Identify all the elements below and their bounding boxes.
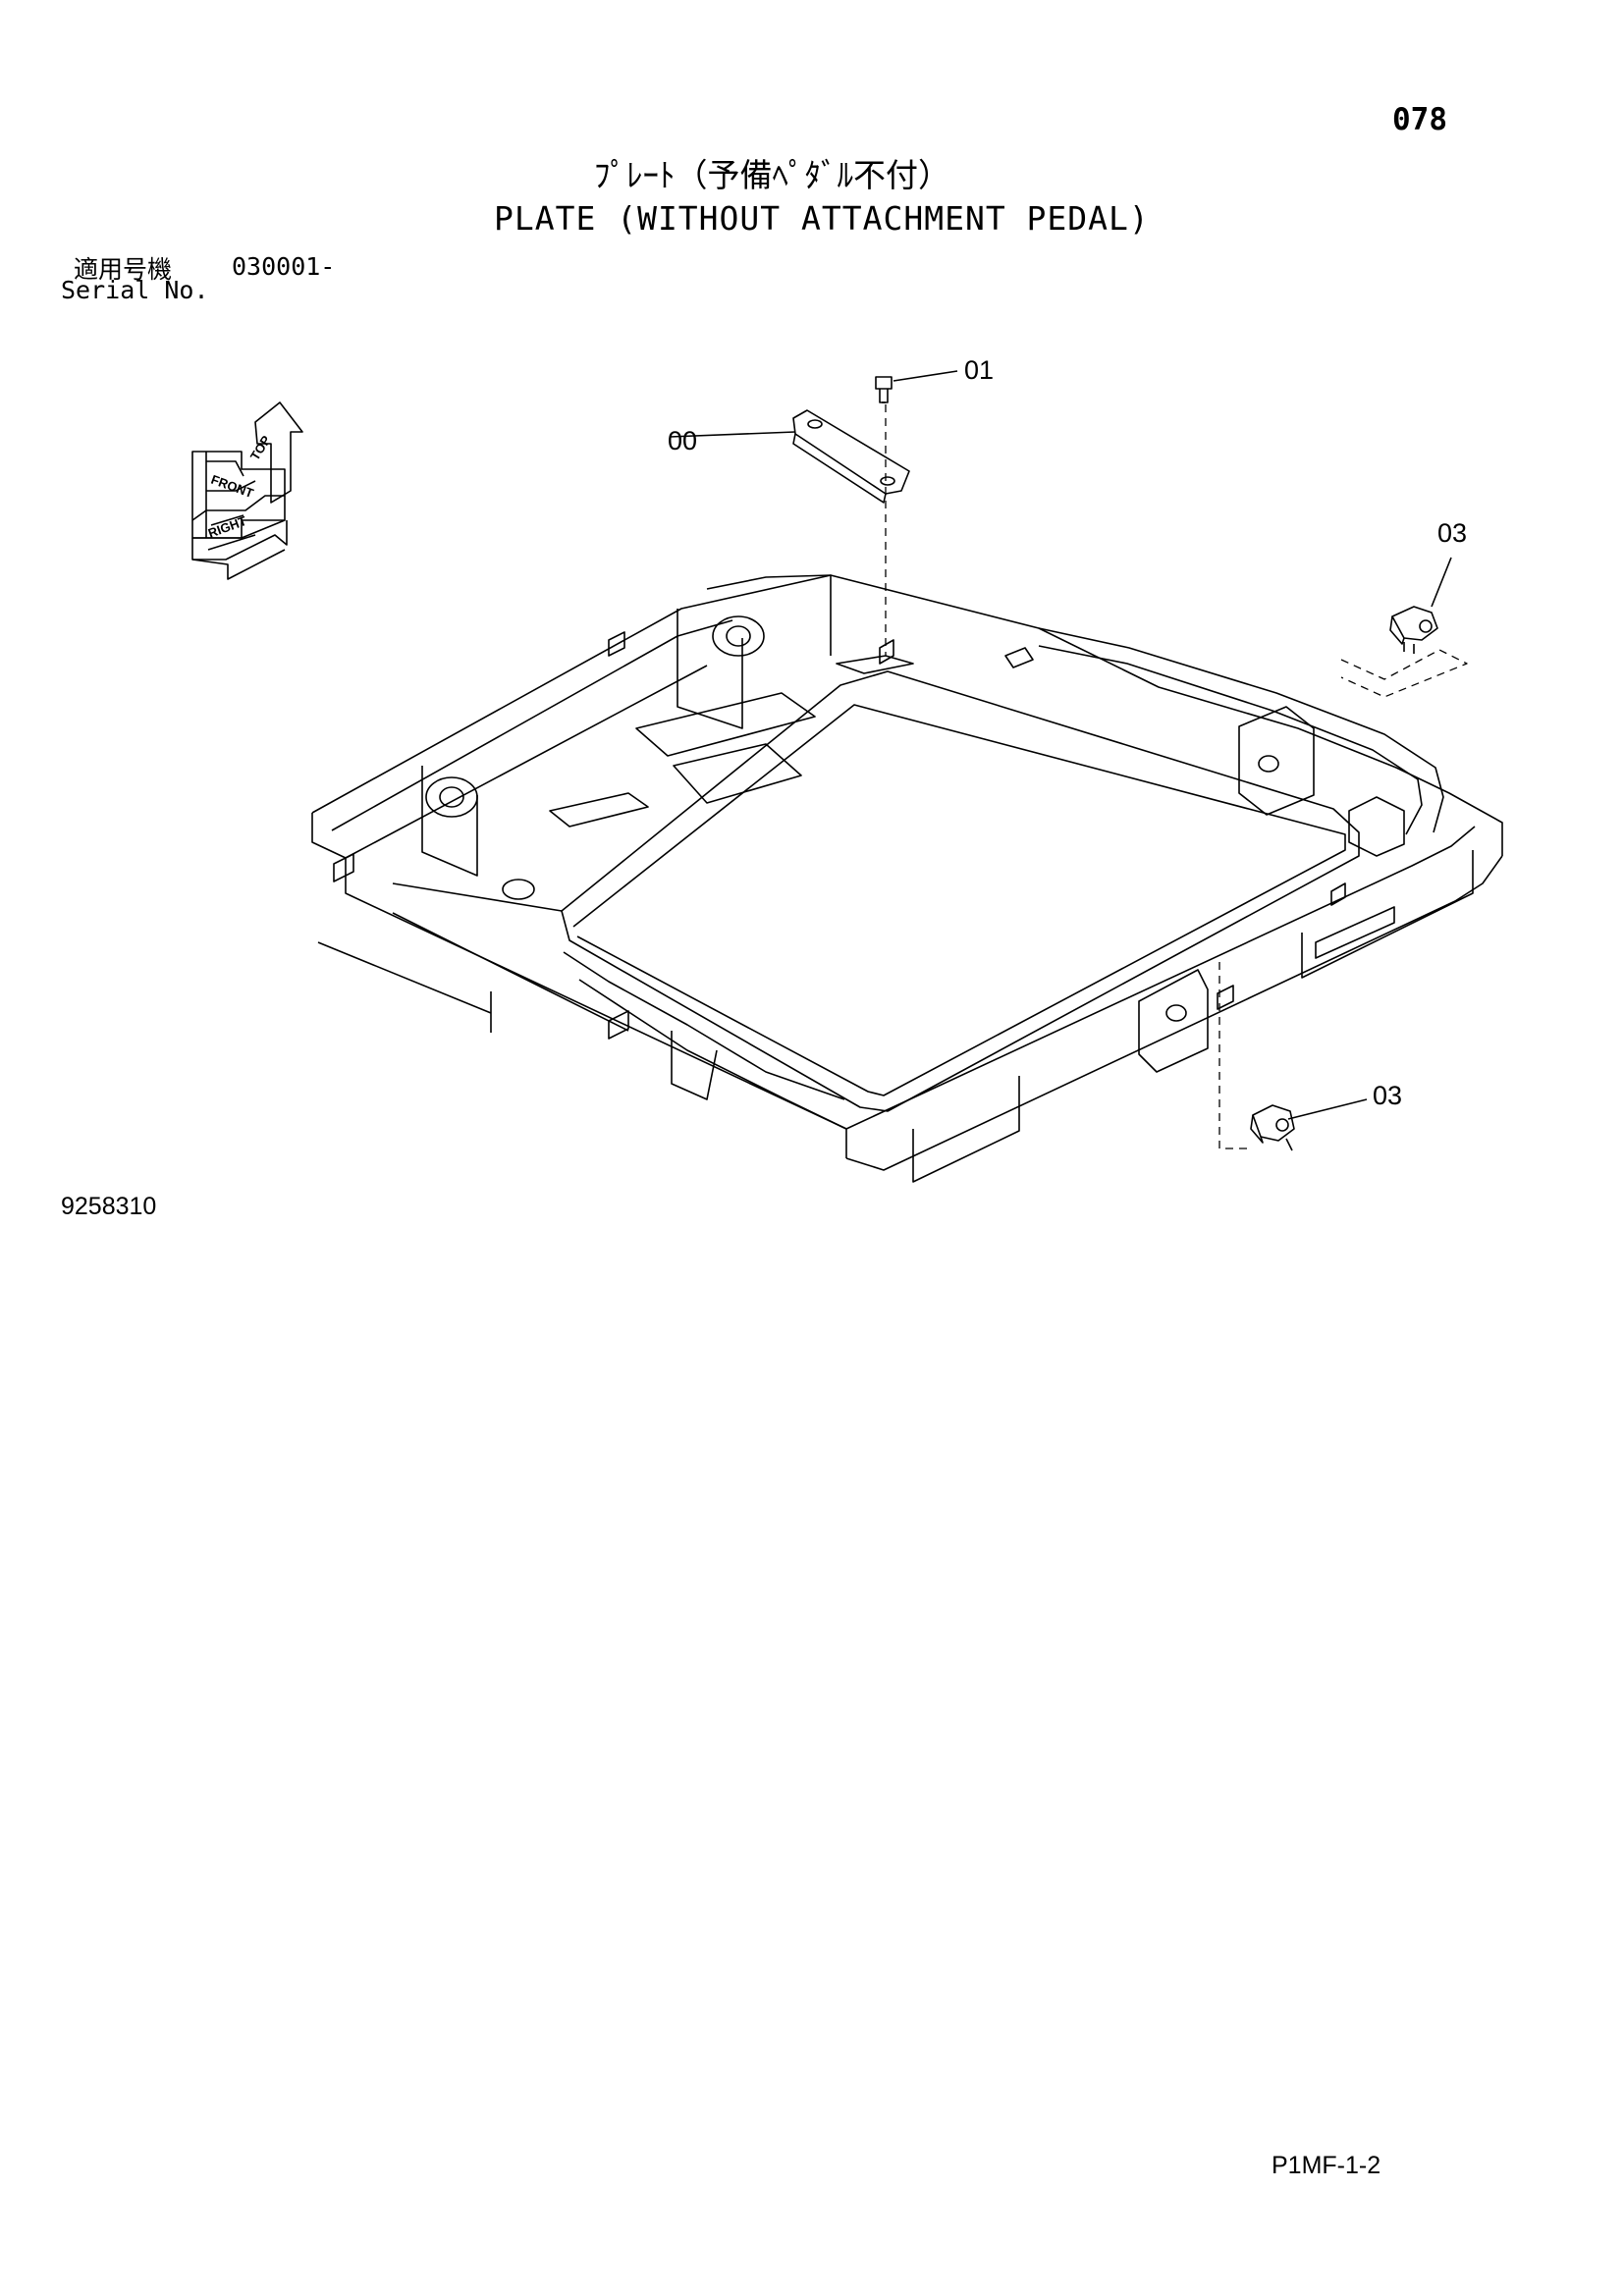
bolt-part [875, 376, 893, 403]
plate-part [792, 409, 910, 504]
drawing-number: 9258310 [61, 1193, 157, 1220]
leader-line-01 [893, 370, 958, 382]
orientation-label-front: FRONT [209, 472, 255, 501]
page-title-japanese: ﾌﾟﾚｰﾄ（予備ﾍﾟﾀﾞﾙ不付） [594, 156, 950, 194]
callout-01: 01 [964, 355, 994, 385]
serial-label-japanese: 適用号機 [74, 255, 173, 284]
leader-line-03-upper [1431, 557, 1452, 608]
page-number: 078 [1392, 102, 1447, 137]
page-title-english: PLATE (WITHOUT ATTACHMENT PEDAL) [494, 199, 1150, 238]
serial-range: 030001- [232, 252, 336, 281]
orientation-label-top: TOP [247, 433, 274, 463]
orientation-axis-icon [191, 401, 303, 580]
clip-part-upper [1389, 606, 1438, 654]
serial-label-english: Serial No. [61, 276, 209, 304]
callout-03-upper: 03 [1437, 518, 1467, 548]
figure-code: P1MF-1-2 [1272, 2152, 1381, 2179]
callout-03-lower: 03 [1373, 1081, 1402, 1110]
leader-line-03-lower [1287, 1098, 1368, 1120]
floor-frame [311, 574, 1503, 1183]
callout-00: 00 [668, 426, 697, 455]
leader-line-00 [669, 431, 796, 438]
clip-part-lower [1250, 1104, 1295, 1151]
